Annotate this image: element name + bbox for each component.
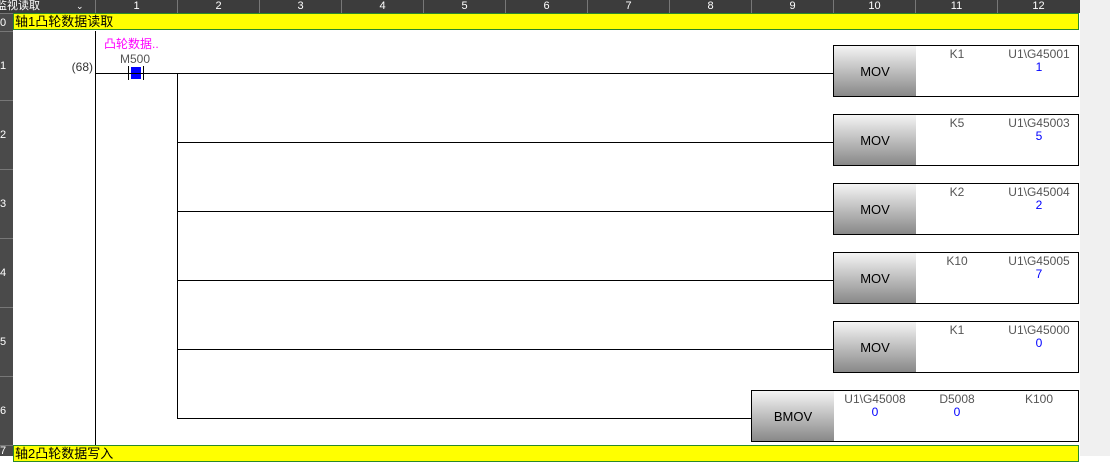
rung-line	[177, 142, 833, 143]
column-header-cell: 1	[95, 0, 177, 13]
rung-line	[177, 280, 833, 281]
operand-value: 5	[1035, 129, 1043, 143]
mode-label: 监视读取	[0, 0, 40, 12]
row-number: 3	[0, 169, 13, 238]
operand-value: 2	[1035, 198, 1043, 212]
operand-value: 0	[1035, 336, 1043, 350]
instruction-name: MOV	[834, 322, 916, 372]
rung-line	[95, 73, 833, 74]
row-number: 6	[0, 376, 13, 445]
column-header-cell: 5	[423, 0, 505, 13]
column-header-cell: 9	[751, 0, 833, 13]
operand-device: K2	[949, 185, 965, 199]
operand: K100	[998, 393, 1080, 406]
operand-device: D5008	[939, 392, 975, 406]
mode-dropdown[interactable]: 监视读取 ⌄	[0, 0, 95, 13]
operand-device: K10	[946, 254, 968, 268]
operand-device: U1\G45008	[844, 392, 906, 406]
column-header-cell: 12	[997, 0, 1079, 13]
row-number: 2	[0, 100, 13, 169]
operand-device: U1\G45001	[1008, 47, 1070, 61]
operand: K1	[916, 48, 998, 61]
column-header-cell: 2	[177, 0, 259, 13]
chevron-down-icon: ⌄	[76, 1, 84, 11]
operand-device: K5	[949, 116, 965, 130]
step-number: (68)	[71, 60, 93, 74]
column-header-cell: 7	[587, 0, 669, 13]
operand: K5	[916, 117, 998, 130]
operand-device: U1\G45003	[1008, 116, 1070, 130]
instruction-name: MOV	[834, 46, 916, 96]
operand-value: 1	[1035, 60, 1043, 74]
row-number: 7	[0, 445, 13, 457]
column-header-cell: 10	[833, 0, 915, 13]
row-number: 0	[0, 13, 13, 31]
rung-line	[177, 211, 833, 212]
instruction-name: BMOV	[752, 391, 834, 441]
contact-device: M500	[120, 52, 151, 66]
row-number: 5	[0, 307, 13, 376]
instruction-name: MOV	[834, 184, 916, 234]
rung-line	[177, 418, 751, 419]
operand: K1	[916, 324, 998, 337]
operand: K2	[916, 186, 998, 199]
comment-row-7[interactable]: 轴2凸轮数据写入	[13, 445, 1079, 462]
contact-comment: 凸轮数据..	[104, 37, 159, 51]
operand-device: K1	[949, 323, 965, 337]
operand-device: K100	[1024, 392, 1054, 406]
operand-value: 0	[871, 405, 879, 419]
column-header-cell: 6	[505, 0, 587, 13]
branch-line	[177, 73, 178, 419]
instruction-name: MOV	[834, 115, 916, 165]
comment-row-0[interactable]: 轴1凸轮数据读取	[13, 13, 1079, 30]
instruction-name: MOV	[834, 253, 916, 303]
left-power-rail	[95, 31, 96, 445]
operand-device: U1\G45005	[1008, 254, 1070, 268]
column-header-cell: 11	[915, 0, 997, 13]
operand-value: 7	[1035, 267, 1043, 281]
operand-value: 0	[953, 405, 961, 419]
operand-device: U1\G45004	[1008, 185, 1070, 199]
column-header-cell: 4	[341, 0, 423, 13]
operand: K10	[916, 255, 998, 268]
operand-device: U1\G45000	[1008, 323, 1070, 337]
row-number: 4	[0, 238, 13, 307]
comment-text: 轴1凸轮数据读取	[15, 14, 114, 29]
operand-device: K1	[949, 47, 965, 61]
column-header-cell: 8	[669, 0, 751, 13]
comment-text: 轴2凸轮数据写入	[15, 446, 114, 461]
rung-line	[177, 349, 833, 350]
row-number: 1	[0, 31, 13, 100]
column-header-cell: 3	[259, 0, 341, 13]
scroll-area	[1080, 0, 1110, 456]
